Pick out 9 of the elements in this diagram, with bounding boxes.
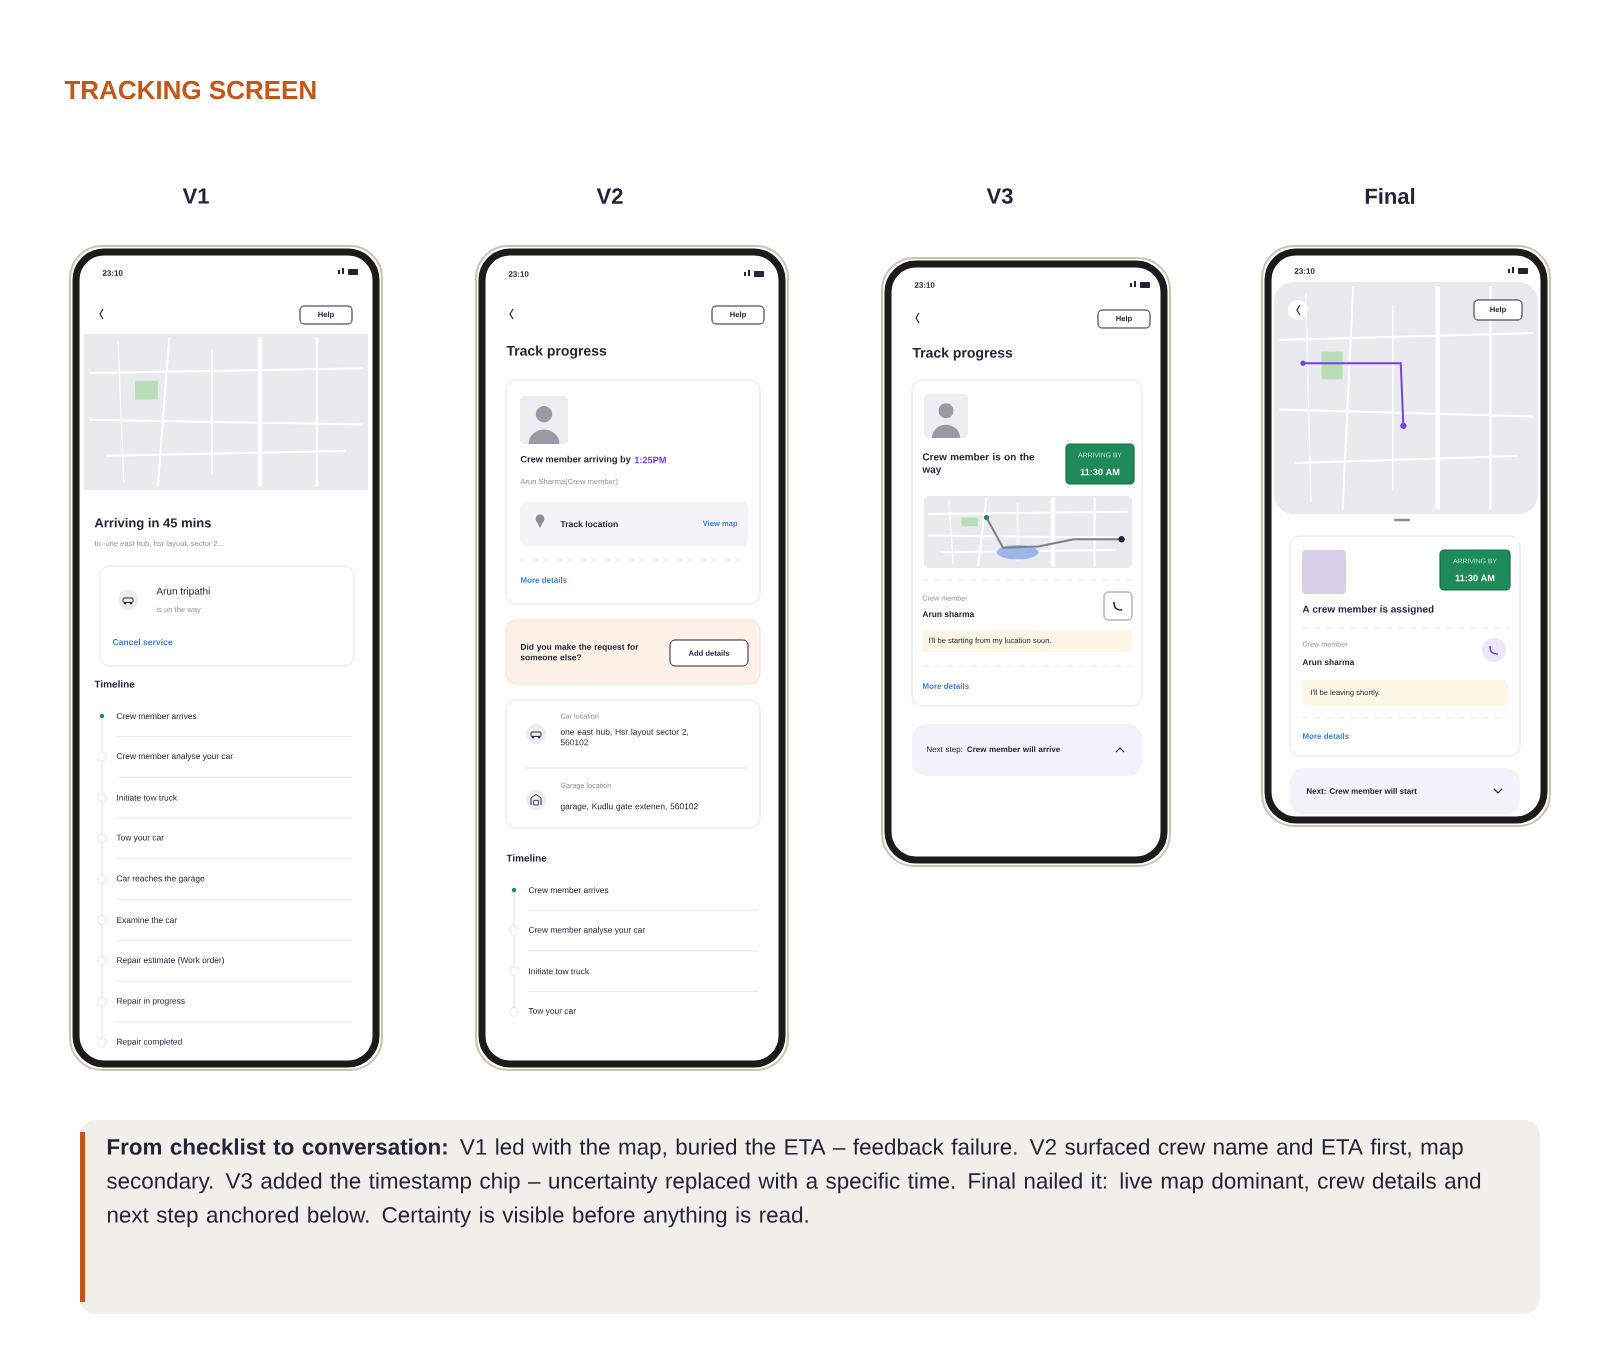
version-heading: Final [1365,187,1415,205]
page-title: TRACKING SCREEN [64,80,316,100]
version-heading: V1 [182,188,209,204]
map-drawing [1274,282,1538,514]
map-drawing [924,496,1132,568]
map-drawing [84,334,368,490]
version-heading: V3 [986,188,1013,204]
version-heading: V2 [596,188,623,204]
caption-box: From checklist to conversation: V1 led with the map, buried the ETA – feedback failure. V2 surfaced crew name and ETA first, map secondary. V3 added the timestamp chip – uncertainty replaced with a specific time. Final nailed it: live map dominant, crew details and next step anchored below. Certainty is visible before anything is read. [80,1120,1540,1314]
